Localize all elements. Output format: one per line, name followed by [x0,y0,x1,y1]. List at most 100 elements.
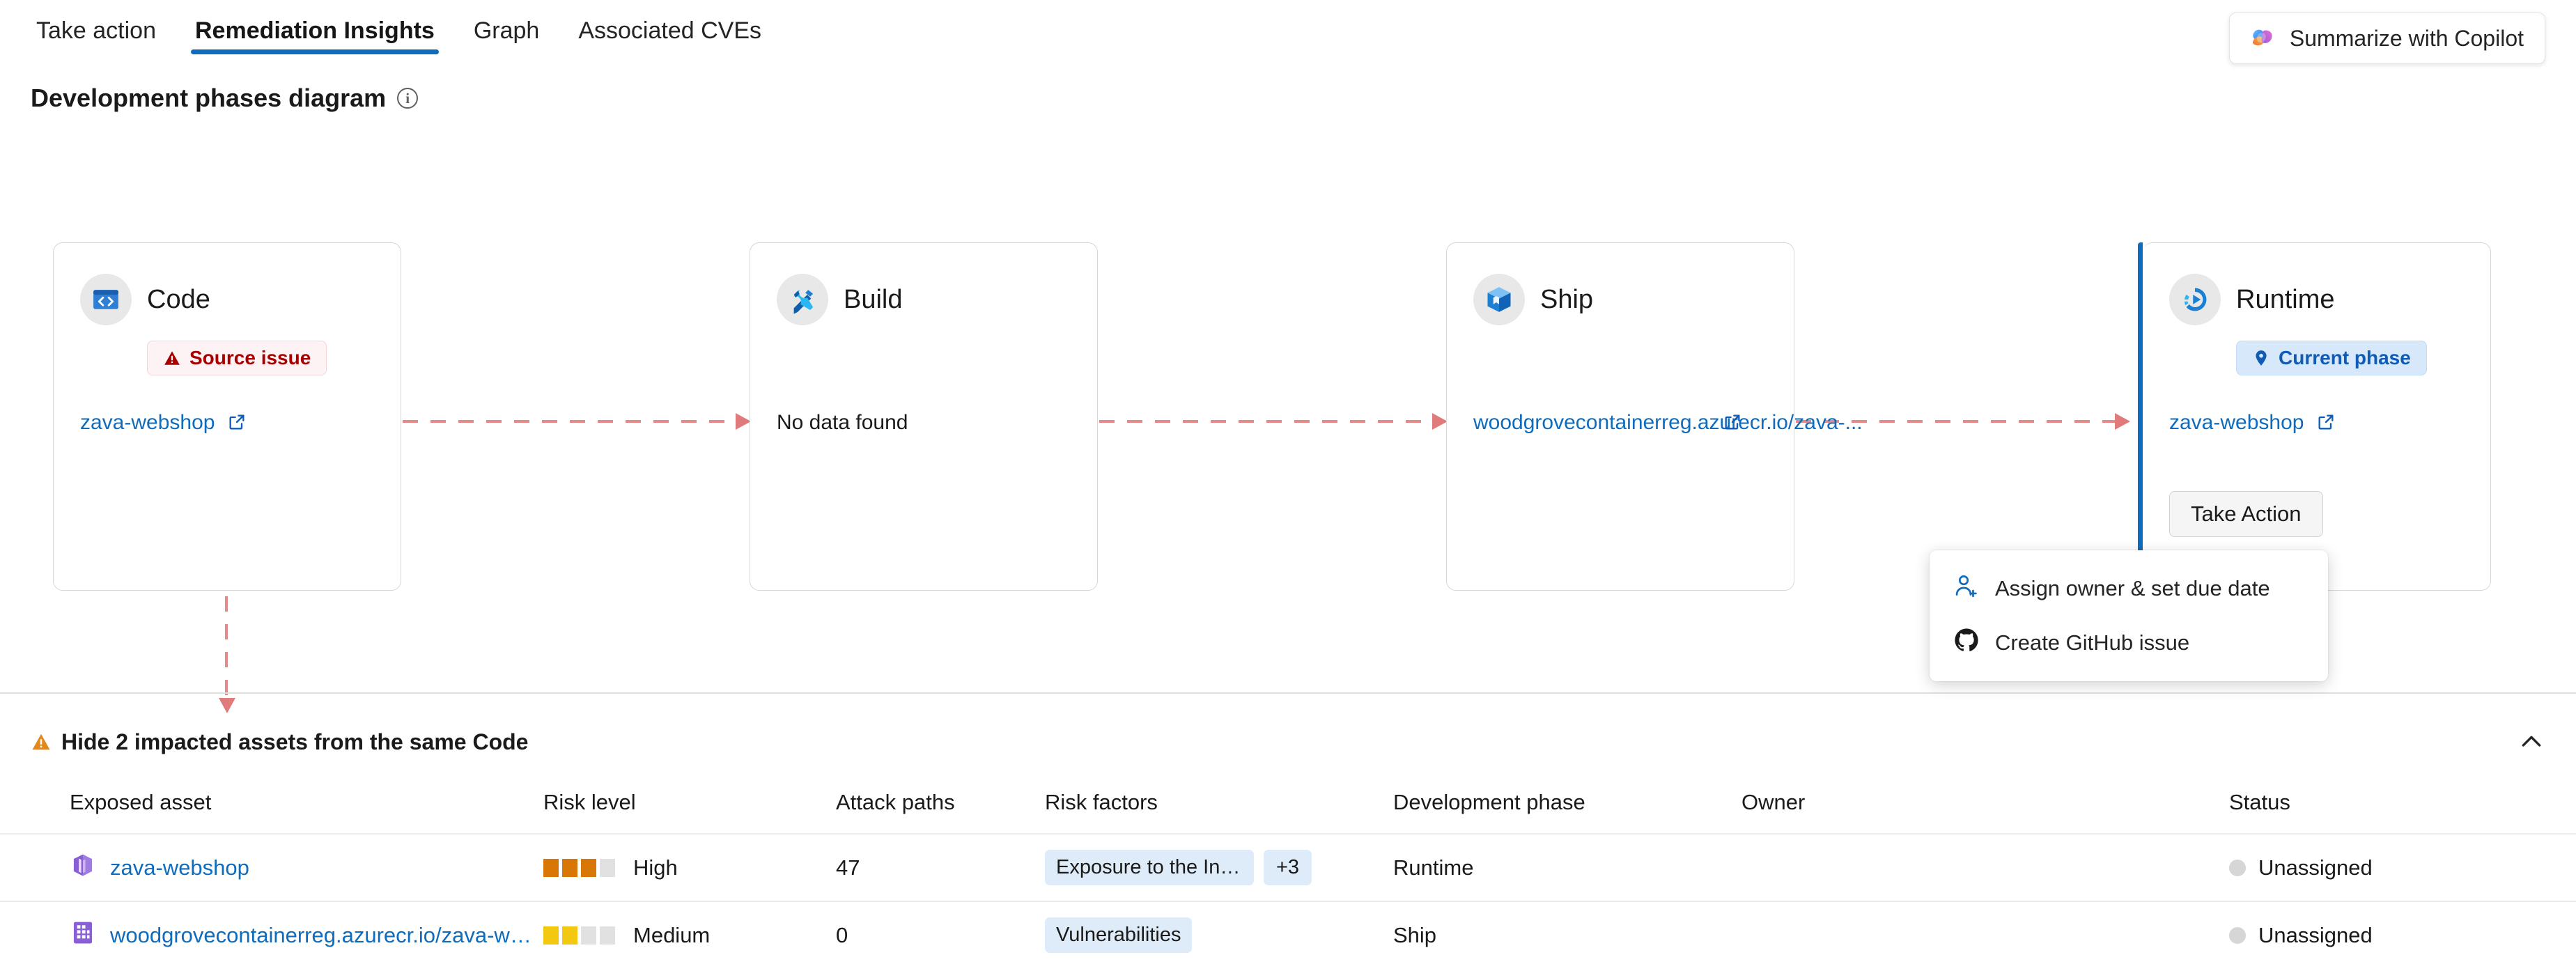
asset-link[interactable]: woodgrovecontainerreg.azurecr.io/zava-we… [110,922,543,947]
package-box-icon [1473,274,1525,325]
cell-risk-factors: Exposure to the Inter... +3 [1045,833,1393,901]
status-label: Unassigned [2258,855,2373,880]
table-row[interactable]: woodgrovecontainerreg.azurecr.io/zava-we… [0,901,2576,968]
menu-item-assign-owner-label: Assign owner & set due date [1995,576,2270,600]
info-icon[interactable]: i [397,88,419,109]
warning-triangle-icon [31,731,52,752]
phase-header-ship: Ship [1473,274,1767,325]
phase-header-build: Build [777,274,1071,325]
column-header-risk-factors: Risk factors [1045,790,1158,814]
risk-level-bars [543,926,615,945]
cell-owner [1741,833,2229,901]
phase-title-code: Code [147,284,210,314]
risk-factor-chip[interactable]: Vulnerabilities [1045,917,1193,953]
column-header-exposed-asset: Exposed asset [70,790,212,814]
phase-title-ship: Ship [1540,284,1594,314]
cell-exposed-asset: zava-webshop [0,833,543,901]
phase-asset-link-ship-label: woodgrovecontainerreg.azurecr.io/zava-..… [1473,411,1863,434]
risk-factor-overflow-chip[interactable]: +3 [1264,850,1312,885]
status-label: Unassigned [2258,922,2373,947]
phase-header-runtime: Runtime [2169,274,2464,325]
take-action-dropdown-menu: Assign owner & set due date Create GitHu… [1930,550,2328,681]
status-badge-current-phase: Current phase [2236,341,2427,375]
cell-exposed-asset: woodgrovecontainerreg.azurecr.io/zava-we… [0,901,543,968]
tab-graph[interactable]: Graph [473,17,540,44]
cell-risk-level: Medium [543,901,836,968]
cell-attack-paths: 47 [836,833,1045,901]
take-action-button[interactable]: Take Action [2169,491,2323,537]
column-header-owner: Owner [1741,790,1806,814]
warning-triangle-icon [163,349,181,367]
phase-asset-link-ship[interactable]: woodgrovecontainerreg.azurecr.io/zava-..… [1473,409,1863,440]
phase-card-runtime[interactable]: Runtime Current phase zava-webshop Take … [2138,242,2491,591]
column-header-risk-level: Risk level [543,790,636,814]
location-pin-icon [2252,349,2270,367]
impacted-assets-toggle-row: Hide 2 impacted assets from the same Cod… [0,717,2576,766]
menu-item-create-github-issue[interactable]: Create GitHub issue [1930,616,2328,670]
table-header-row: Exposed asset Risk level Attack paths Ri… [0,780,2576,834]
registry-purple-icon [70,919,96,951]
risk-level-bars [543,858,615,877]
phase-asset-link-code-label: zava-webshop [80,411,215,434]
summarize-with-copilot-button[interactable]: Summarize with Copilot [2228,13,2545,64]
external-link-icon [2316,409,2336,440]
development-phases-diagram: Code Source issue zava-webshop [0,242,2576,713]
tab-take-action[interactable]: Take action [36,17,156,44]
risk-level-label: High [633,855,678,880]
tab-bar: Take action Remediation Insights Graph A… [0,0,2576,61]
runtime-play-icon [2169,274,2221,325]
cell-risk-factors: Vulnerabilities [1045,901,1393,968]
cell-status: Unassigned [2229,901,2576,968]
phase-card-code[interactable]: Code Source issue zava-webshop [53,242,401,591]
cell-risk-level: High [543,833,836,901]
menu-item-create-github-issue-label: Create GitHub issue [1995,630,2190,655]
phase-empty-state-build: No data found [777,409,1071,437]
cell-status: Unassigned [2229,833,2576,901]
asset-link[interactable]: zava-webshop [110,855,249,880]
cube-purple-icon [70,852,96,884]
column-header-status: Status [2229,790,2290,814]
risk-factor-chip[interactable]: Exposure to the Inter... [1045,850,1254,885]
chevron-up-icon[interactable] [2517,728,2545,756]
phase-title-build: Build [844,284,903,314]
impacted-assets-table: Exposed asset Risk level Attack paths Ri… [0,780,2576,968]
hide-impacted-assets-toggle[interactable]: Hide 2 impacted assets from the same Cod… [31,729,528,755]
phase-header-code: Code [80,274,374,325]
cell-development-phase: Runtime [1393,833,1741,901]
hide-impacted-assets-label: Hide 2 impacted assets from the same Cod… [61,729,529,754]
column-header-development-phase: Development phase [1393,790,1585,814]
cell-owner [1741,901,2229,968]
current-phase-label: Current phase [2279,347,2411,368]
connector-arrow-ship-runtime [1796,413,2130,430]
phase-empty-state-build-label: No data found [777,411,908,434]
copilot-icon [2251,26,2276,51]
status-badge-source-issue: Source issue [147,341,327,375]
column-header-attack-paths: Attack paths [836,790,955,814]
github-icon [1953,627,1980,659]
connector-arrow-code-build [403,413,751,430]
external-link-icon [1723,409,1742,440]
cell-attack-paths: 0 [836,901,1045,968]
tab-associated-cves[interactable]: Associated CVEs [578,17,761,44]
risk-level-label: Medium [633,922,711,947]
phase-card-build[interactable]: Build No data found [750,242,1098,591]
phase-asset-link-runtime-label: zava-webshop [2169,411,2304,434]
copilot-button-label: Summarize with Copilot [2289,25,2524,51]
phase-asset-link-runtime[interactable]: zava-webshop [2169,409,2464,440]
cell-development-phase: Ship [1393,901,1741,968]
page-title: Development phases diagram i [31,84,419,113]
section-title-text: Development phases diagram [31,84,387,112]
phase-card-ship[interactable]: Ship woodgrovecontainerreg.azurecr.io/za… [1446,242,1863,591]
table-row[interactable]: zava-webshop High 47 Exposure to the Int… [0,833,2576,901]
status-dot [2229,926,2246,944]
phase-asset-link-code[interactable]: zava-webshop [80,409,374,440]
connector-arrow-code-assets [219,596,235,713]
phase-title-runtime: Runtime [2236,284,2335,314]
person-add-icon [1953,573,1980,605]
menu-item-assign-owner[interactable]: Assign owner & set due date [1930,561,2328,616]
connector-arrow-build-ship [1099,413,1448,430]
tab-remediation-insights[interactable]: Remediation Insights [176,0,454,61]
code-window-icon [80,274,132,325]
section-divider [0,692,2576,694]
tools-icon [777,274,828,325]
